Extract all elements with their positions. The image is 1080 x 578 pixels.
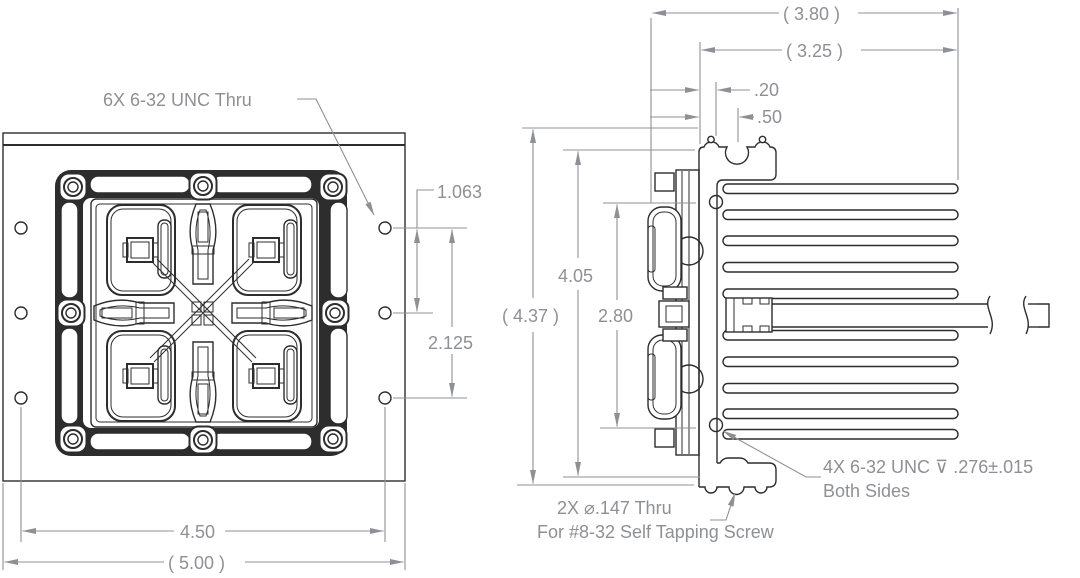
rod-end [1038,303,1050,328]
heatsink-fins [722,183,959,440]
dim-label: 1.063 [437,182,482,202]
flange-notch [758,135,767,144]
callout-2x-thru: 2X ⌀.147 Thru For #8-32 Self Tapping Scr… [537,492,775,542]
dim-label: 2.80 [598,306,633,326]
mounting-hole [378,391,392,405]
dim-label: .20 [754,80,779,100]
side-view [647,135,1050,496]
dim-437: ( 4.37 ) [502,129,559,484]
callout-6x-thru: 6X 6-32 UNC Thru [103,90,375,216]
callout-label: 4X 6-32 UNC ⊽ .276±.015 [823,457,1033,477]
dim-405: 4.05 [558,151,593,476]
dimensions: 1.063 2.125 4.50 ( 5.00 ) 6X 6-32 UNC Th… [2,4,1033,573]
dim-20: .20 [650,80,779,100]
callout-label: For #8-32 Self Tapping Screw [537,522,775,542]
fin [722,261,959,273]
mounting-hole [378,306,392,320]
callout-label: 6X 6-32 UNC Thru [103,90,252,110]
dim-325: ( 3.25 ) [701,41,957,61]
mounting-hole [378,221,392,235]
base-plate-top-flange [698,141,777,487]
mounting-hole [14,221,28,235]
dim-280: 2.80 [598,204,633,427]
module-frame-inner [83,198,319,428]
front-view [2,132,406,482]
plate-mounting-holes [14,221,392,405]
fin [722,235,959,247]
frame-slots [60,175,348,451]
callout-label: 2X ⌀.147 Thru [557,498,672,518]
dim-label: 4.50 [180,522,215,542]
fin [722,183,959,195]
mounting-rail [725,295,1050,335]
fin [722,288,959,300]
center-clip-profile [658,286,690,342]
callout-4x-tapped: 4X 6-32 UNC ⊽ .276±.015 Both Sides [722,430,1033,501]
break-line [1023,295,1029,335]
fin [722,209,959,221]
mounting-plate-outline [2,132,406,482]
dim-label: ( 4.37 ) [502,306,559,326]
flange-notch [707,135,715,144]
support-rod [772,295,1050,335]
break-line [987,295,993,335]
extrusion-base [698,135,777,496]
dim-50: .50 [650,107,782,127]
fin [722,329,959,341]
mounting-hole [14,391,28,405]
dim-label: ( 3.25 ) [786,41,843,61]
tapped-hole [708,194,724,210]
dim-1063: 1.063 [414,182,482,312]
fin [722,382,959,394]
tapped-hole [708,417,724,433]
fin [722,356,959,368]
module-side-profile [647,169,704,456]
mounting-hole [14,306,28,320]
fin [722,428,959,440]
dim-label: 2.125 [428,333,473,353]
dim-500: ( 5.00 ) [4,553,404,573]
dim-label: 4.05 [558,266,593,286]
dim-label: ( 5.00 ) [168,553,225,573]
retainer-cross [93,203,313,423]
dim-label: ( 3.80 ) [783,4,840,24]
dim-380: ( 3.80 ) [652,4,957,24]
fin [722,408,959,420]
dim-450: 4.50 [22,522,384,542]
dim-label: .50 [757,107,782,127]
cross-hub [191,301,214,326]
dim-2125: 2.125 [428,229,473,397]
callout-label: Both Sides [823,481,910,501]
rail-block [725,297,773,333]
bottom-flange [699,457,777,496]
led-module [55,170,350,456]
